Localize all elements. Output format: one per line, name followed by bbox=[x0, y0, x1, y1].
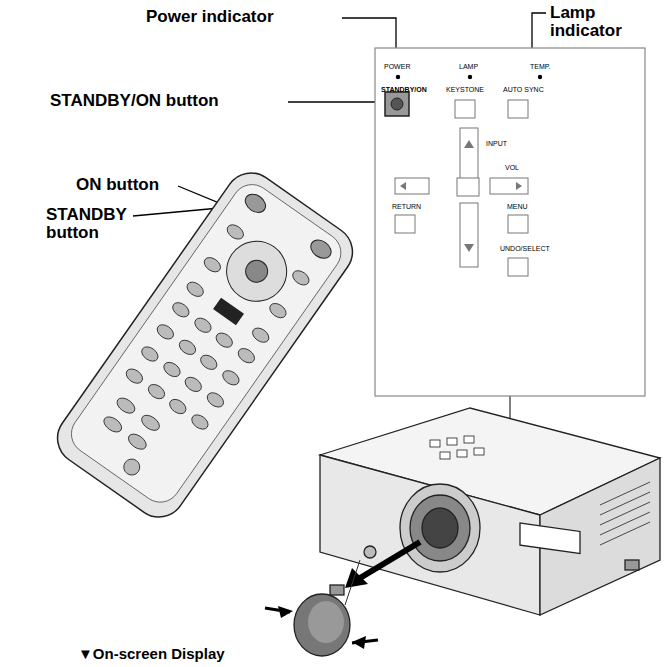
lens-cap bbox=[265, 542, 420, 656]
projector-body bbox=[320, 408, 660, 615]
panel-label: RETURN bbox=[392, 203, 432, 210]
panel-label: INPUT bbox=[486, 140, 526, 147]
callout-label: Power indicator bbox=[146, 8, 346, 26]
control-panel bbox=[375, 48, 645, 396]
callout-label: ▼On-screen Display bbox=[78, 646, 298, 662]
callout-label: STANDBY/ON button bbox=[50, 92, 290, 110]
callout-label: STANDBY button bbox=[46, 206, 136, 242]
callout-label: Lamp indicator bbox=[550, 4, 646, 40]
panel-label: TEMP. bbox=[530, 63, 570, 70]
panel-label: KEYSTONE bbox=[446, 86, 496, 93]
panel-label: STANDBY/ON bbox=[381, 86, 441, 93]
callout-label: ON button bbox=[76, 176, 186, 194]
panel-label: VOL bbox=[505, 164, 535, 171]
panel-label: LAMP bbox=[459, 63, 499, 70]
panel-label: MENU bbox=[507, 203, 547, 210]
panel-label: UNDO/SELECT bbox=[500, 245, 560, 252]
panel-label: POWER bbox=[384, 63, 424, 70]
panel-label: AUTO SYNC bbox=[503, 86, 553, 93]
